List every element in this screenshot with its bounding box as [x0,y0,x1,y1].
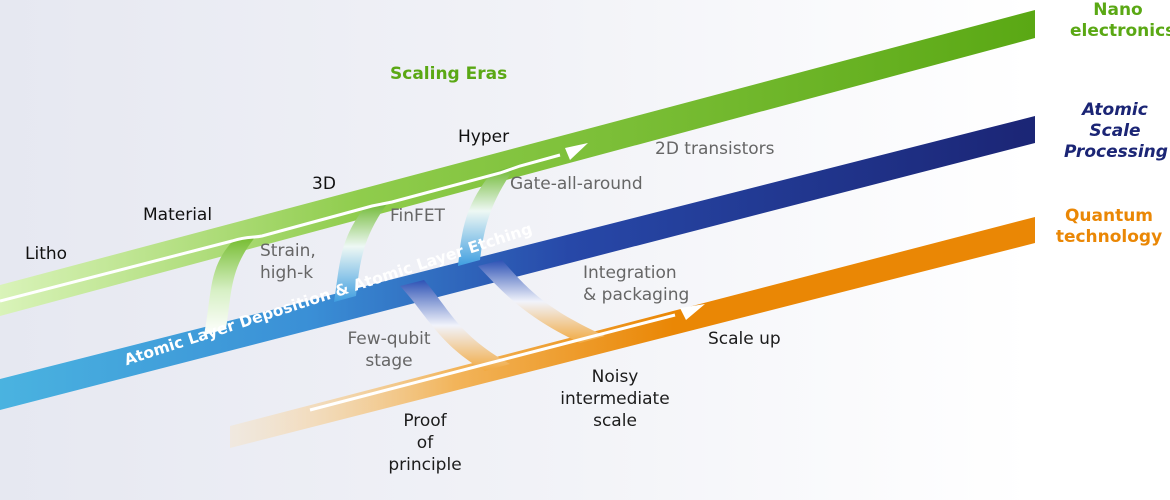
nano-progress-line [0,153,561,303]
page-title: Scaling Eras [390,64,508,84]
tech-label-integration: Integration & packaging [583,263,690,305]
stage-label-scale-up: Scale up [708,329,781,349]
era-label: Hyper [458,127,510,147]
track-label-atomic: Atomic Scale Processing [1064,100,1168,162]
track-label-nano: Nano electronics [1070,0,1170,41]
tech-label-strain: Strain, high-k [260,241,316,283]
atomic-track-band [0,116,1035,410]
quantum-track-band [230,217,1035,448]
tech-label-finfet: FinFET [390,206,445,226]
era-label: 3D [312,174,336,194]
quantum-progress-line [309,313,676,412]
tech-label-2d-transistors: 2D transistors [655,139,775,159]
era-label: Material [143,205,213,225]
track-label-quantum: Quantum technology [1055,206,1163,247]
branch-few-qubit [400,280,510,371]
stage-label-noisy: Noisy intermediate scale [560,367,670,431]
branch-finfet [334,201,389,302]
nano-progress-arrowhead [565,143,588,160]
tech-label-gaa: Gate-all-around [510,174,643,194]
branch-strain [204,236,256,335]
branch-gate-all-around [458,166,516,266]
branch-integration [478,260,605,343]
quantum-progress-arrowhead [680,304,705,320]
nano-track-band [0,10,1035,316]
stage-label-proof: Proof of principle [388,411,462,475]
era-label: Litho [25,244,68,264]
tech-label-few-qubit: Few-qubit stage [347,329,431,371]
